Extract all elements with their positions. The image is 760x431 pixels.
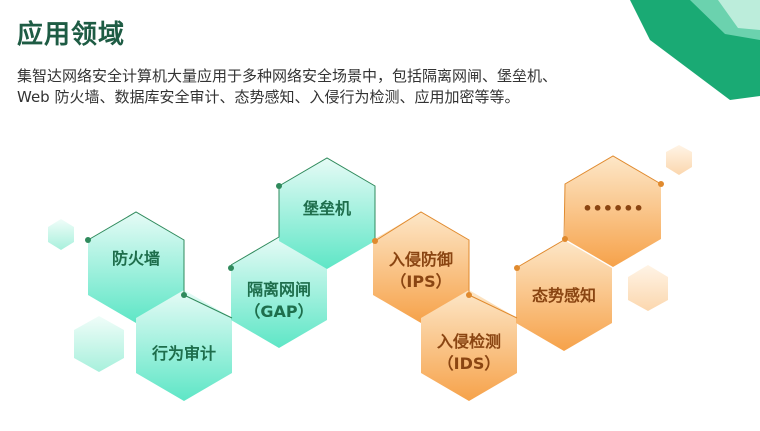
dot-3 xyxy=(228,265,234,271)
label-ips-line1: 入侵防御 xyxy=(389,250,453,269)
hex-bastion xyxy=(279,158,375,269)
dot-6 xyxy=(466,292,472,298)
page-title: 应用领域 xyxy=(17,20,126,50)
dot-5 xyxy=(372,238,378,244)
decor-hex-small-left xyxy=(48,219,74,250)
label-more: •••••• xyxy=(582,199,643,218)
dot-7 xyxy=(514,265,520,271)
hex-audit xyxy=(136,290,232,401)
label-ids-line2: （IDS） xyxy=(438,354,501,373)
dot-1 xyxy=(85,237,91,243)
dot-8 xyxy=(562,236,568,242)
hex-ids xyxy=(421,290,517,401)
label-gap-line1: 隔离网闸 xyxy=(247,280,311,299)
connector-line-green-2 xyxy=(230,157,376,266)
decor-hex-mid-left xyxy=(74,316,124,372)
description-line-1: 集智达网络安全计算机大量应用于多种网络安全场景中，包括隔离网闸、堡垒机、 xyxy=(17,67,558,85)
hex-situation xyxy=(516,240,612,351)
label-ips-line2: （IPS） xyxy=(390,272,451,291)
decor-hex-mid-right xyxy=(628,265,668,311)
label-situation: 态势感知 xyxy=(532,286,596,305)
hex-ips xyxy=(373,212,469,323)
label-ids-line1: 入侵检测 xyxy=(437,332,501,351)
connector-line-green xyxy=(87,211,233,319)
dot-4 xyxy=(276,183,282,189)
decor-hex-small-right xyxy=(666,145,692,175)
label-bastion: 堡垒机 xyxy=(303,199,351,218)
label-audit: 行为审计 xyxy=(151,344,216,363)
connector-line-orange xyxy=(374,211,518,319)
hex-gap xyxy=(231,237,327,348)
hex-firewall xyxy=(88,212,184,323)
dot-2 xyxy=(181,292,187,298)
description-line-2: Web 防火墙、数据库安全审计、态势感知、入侵行为检测、应用加密等等。 xyxy=(17,88,520,106)
label-firewall: 防火墙 xyxy=(112,249,160,268)
connector-line-orange-2 xyxy=(515,155,662,269)
label-gap-line2: （GAP） xyxy=(244,302,313,321)
page-description: 集智达网络安全计算机大量应用于多种网络安全场景中，包括隔离网闸、堡垒机、 Web… xyxy=(17,66,657,108)
dot-9 xyxy=(658,181,664,187)
corner-decoration xyxy=(630,0,760,100)
hex-more xyxy=(565,156,661,267)
